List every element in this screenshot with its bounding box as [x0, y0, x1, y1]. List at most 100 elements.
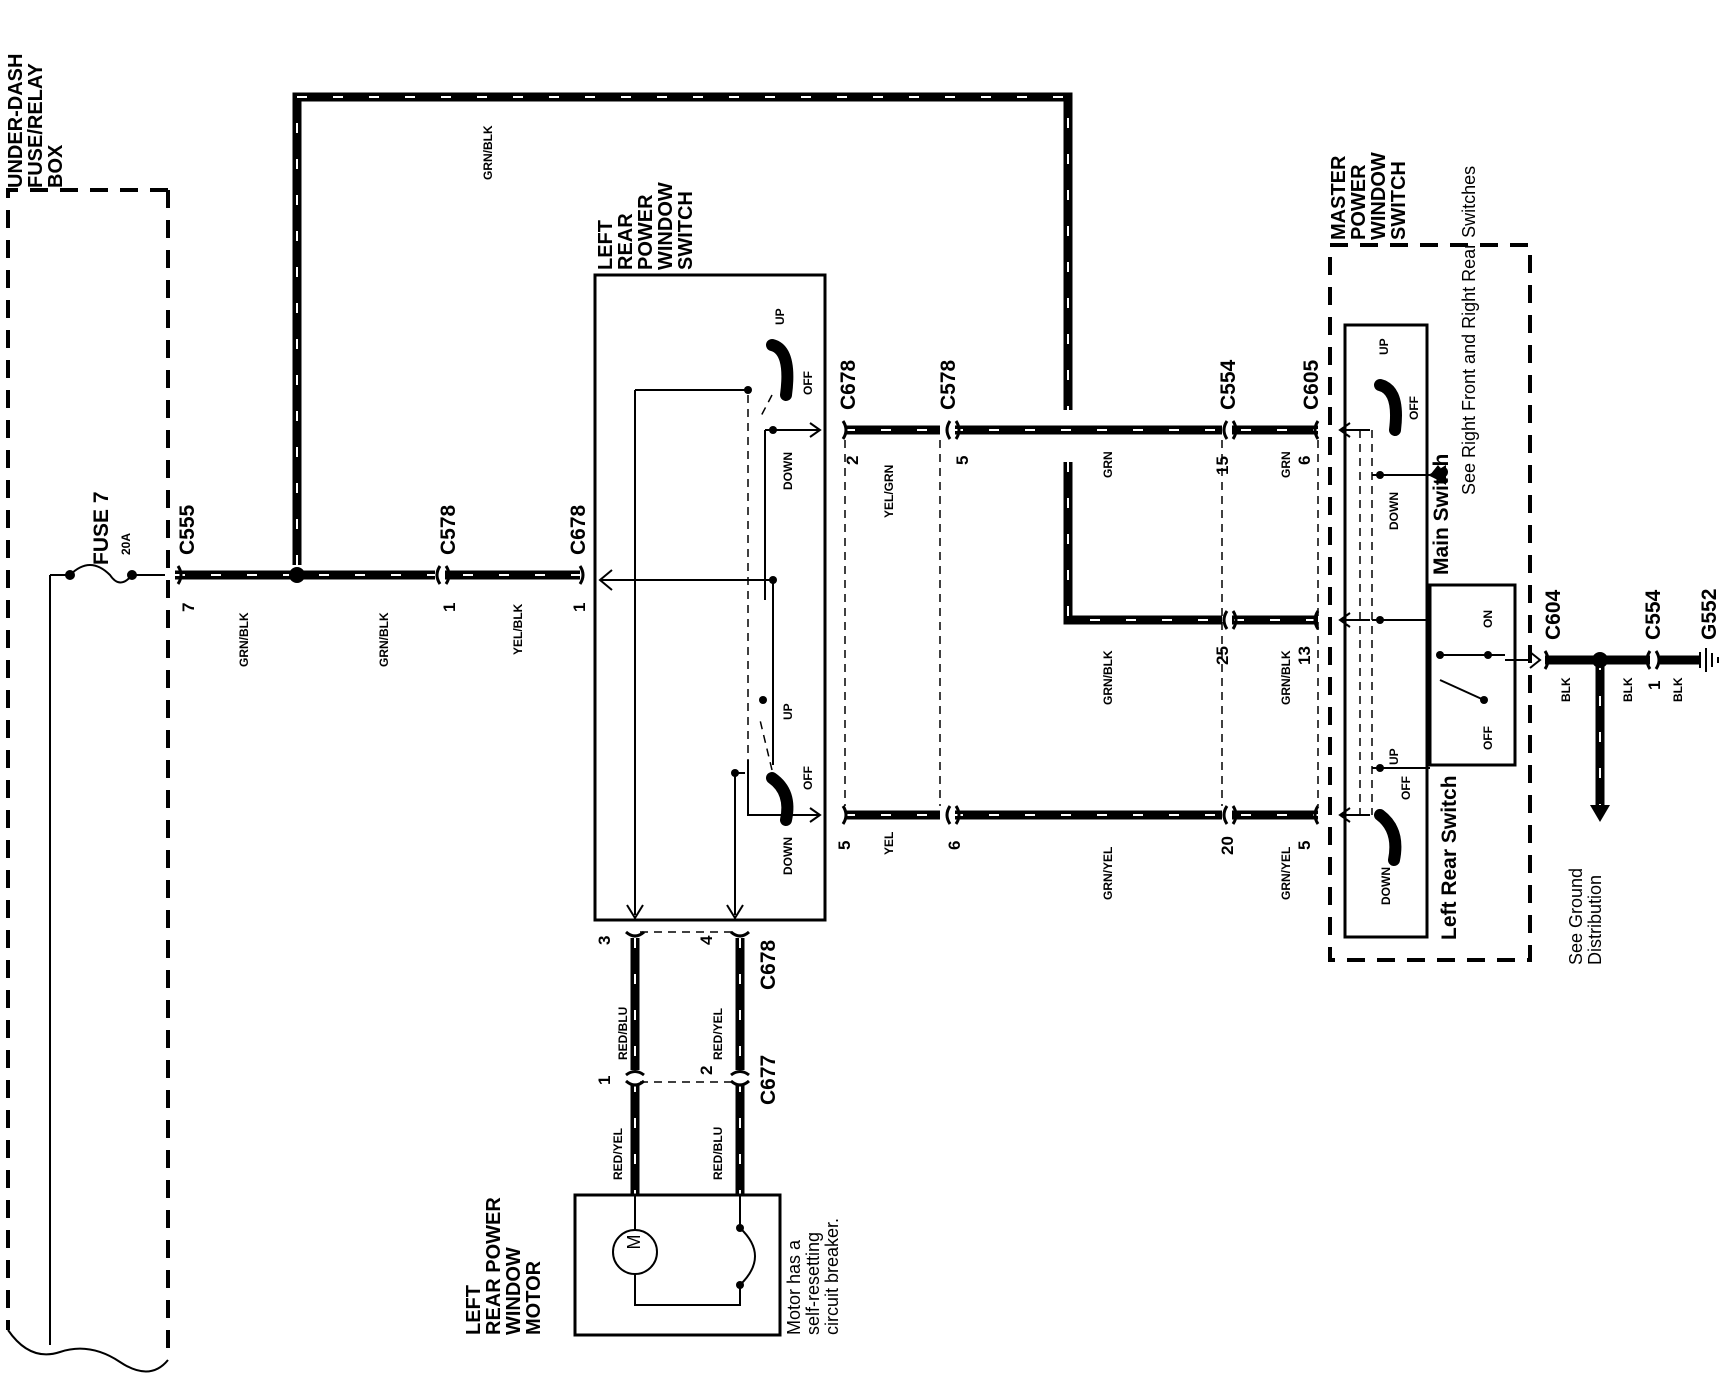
pin-2-c677: 2 [697, 1066, 716, 1075]
left-rear-sub-label: Left Rear Switch [1438, 775, 1461, 940]
left-rear-motor: M LEFT REAR POWER WINDOW MOTOR Motor has… [463, 1192, 842, 1337]
pin-25: 25 [1213, 646, 1232, 665]
pin-1-c677: 1 [595, 1076, 614, 1085]
see-right-arrow [1430, 465, 1446, 485]
label-c554-a: C554 [1217, 359, 1240, 410]
wire-label-grn-blk-a: GRN/BLK [1101, 650, 1115, 705]
ms-off-label-2: OFF [1399, 776, 1413, 800]
lr-down-label-2: DOWN [781, 837, 795, 875]
lr-off-label-2: OFF [801, 766, 815, 790]
main-switch-label: Main Switch [1430, 454, 1453, 575]
fuse-7-element [69, 564, 133, 584]
wire-label-blk-c: BLK [1671, 677, 1685, 702]
power-wire-grn-blk [175, 92, 1073, 583]
ms-up-label-1: UP [1377, 338, 1391, 355]
circuit-breaker-icon [739, 1227, 756, 1286]
wire-label-yel-grn: YEL/GRN [882, 465, 896, 518]
ms-on-label: ON [1481, 610, 1495, 628]
fuse-box-line-2: FUSE/RELAY [25, 62, 47, 188]
pin-5-c578: 5 [953, 456, 972, 465]
label-c677: C677 [757, 1055, 780, 1105]
lr-up-label-2: UP [781, 703, 795, 720]
master-switch: MASTER POWER WINDOW SWITCH UP OFF DOWN U… [1328, 147, 1542, 962]
wire-label-splice: GRN/BLK [377, 612, 391, 667]
pin-6-c605: 6 [1295, 456, 1314, 465]
ms-off-label-1: OFF [1407, 396, 1421, 420]
master-switch-box [1328, 243, 1532, 962]
pin-7: 7 [179, 603, 198, 612]
left-rear-sub-switch-box [1343, 323, 1429, 939]
fuse-box-line-1: UNDER-DASH [5, 54, 27, 188]
pin-13: 13 [1295, 646, 1314, 665]
ms-main-off-label: OFF [1481, 726, 1495, 750]
label-c678-a: C678 [567, 504, 590, 555]
lr-down-label-1: DOWN [781, 452, 795, 490]
label-c605: C605 [1300, 359, 1323, 410]
splice-point [289, 567, 305, 583]
left-rear-switch-label: LEFT REAR POWER WINDOW SWITCH [595, 177, 697, 270]
pin-1-c578: 1 [440, 603, 459, 612]
main-switch-box [1428, 583, 1517, 767]
ground-arrow [1590, 805, 1610, 822]
label-c555: C555 [176, 504, 199, 555]
wire-label-red-blu-b: RED/BLU [711, 1127, 725, 1180]
wire-label-yel: YEL [882, 832, 896, 855]
connector-labels: C555 C578 C678 C678 C578 C554 C605 C604 … [176, 359, 1721, 1105]
ground-wire [1545, 652, 1700, 822]
motor-box [573, 1193, 782, 1337]
motor-note: Motor has a self-resetting circuit break… [784, 1218, 842, 1335]
pin-1-c554: 1 [1645, 681, 1664, 690]
lr-up-label-1: UP [773, 308, 787, 325]
label-c554-b: C554 [1642, 589, 1665, 640]
wire-label-red-blu-a: RED/BLU [616, 1007, 630, 1060]
wire-label-grn-blk-b: GRN/BLK [1279, 650, 1293, 705]
left-rear-switch-box [593, 273, 827, 922]
wire-label-top: GRN/BLK [481, 125, 495, 180]
wire-label-blk-b: BLK [1621, 677, 1635, 702]
left-rear-switch: LEFT REAR POWER WINDOW SWITCH UP OFF DOW… [593, 177, 827, 922]
see-ground-note: See Ground Distribution [1566, 863, 1605, 965]
connector-symbols [176, 420, 1661, 1087]
wire-label-grn-yel-a: GRN/YEL [1101, 847, 1115, 900]
fuse-7-label: FUSE 7 [90, 491, 113, 565]
label-c578-b: C578 [937, 359, 960, 410]
pin-6-c578: 6 [945, 841, 964, 850]
wire-labels: GRN/BLK GRN/BLK GRN/BLK YEL/BLK YEL/GRN … [237, 125, 1685, 1180]
pin-4: 4 [697, 935, 716, 945]
wire-label-c555: GRN/BLK [237, 612, 251, 667]
motor-label: LEFT REAR POWER WINDOW MOTOR [463, 1192, 545, 1335]
pin-3: 3 [595, 936, 614, 945]
wire-label-grn-a: GRN [1101, 451, 1115, 478]
pin-5-c605: 5 [1295, 841, 1314, 850]
label-c678-b: C678 [837, 359, 860, 410]
motor-symbol: M [624, 1235, 644, 1250]
label-c678-c: C678 [757, 939, 780, 990]
label-c604: C604 [1542, 589, 1565, 640]
wire-label-grn-yel-b: GRN/YEL [1279, 847, 1293, 900]
connector-dash-lines [640, 440, 1319, 1083]
pin-20: 20 [1218, 836, 1237, 855]
motor-wires [630, 938, 745, 1195]
fuse-rating: 20A [119, 533, 133, 555]
wire-grn-blk-to-c554 [1063, 462, 1318, 625]
pin-5-c678: 5 [835, 841, 854, 850]
lr-off-label-1: OFF [801, 371, 815, 395]
fuse-relay-box: UNDER-DASH FUSE/RELAY BOX FUSE 7 20A [5, 48, 170, 1373]
wire-label-blk-a: BLK [1559, 677, 1573, 702]
wire-label-red-yel-b: RED/YEL [611, 1128, 625, 1180]
label-g552: G552 [1698, 589, 1721, 640]
fuse-box-label: UNDER-DASH FUSE/RELAY BOX [5, 48, 67, 188]
wire-label-red-yel-a: RED/YEL [711, 1008, 725, 1060]
wire-label-yel-blk: YEL/BLK [511, 603, 525, 655]
master-switch-label: MASTER POWER WINDOW SWITCH [1328, 147, 1410, 240]
see-ground-line-1: See Ground [1566, 868, 1586, 965]
ms-down-label-1: DOWN [1387, 492, 1401, 530]
ms-up-label-2: UP [1387, 748, 1401, 765]
ground-g552 [1699, 648, 1719, 672]
label-c578-a: C578 [437, 504, 460, 555]
see-right-note: See Right Front and Right Rear Switches [1459, 166, 1479, 495]
see-ground-line-2: Distribution [1585, 875, 1605, 965]
pin-1-c678: 1 [570, 603, 589, 612]
ground-splice [1592, 652, 1608, 668]
